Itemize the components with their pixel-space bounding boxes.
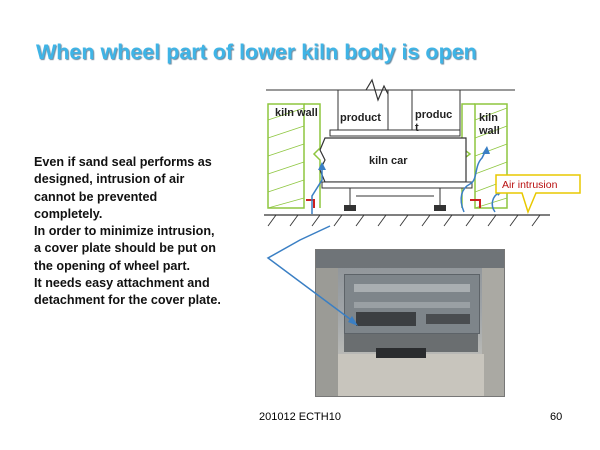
label-product-2: produc: [415, 109, 452, 121]
label-product: product: [340, 112, 381, 124]
footer-label: 201012 ECTH10: [259, 411, 341, 423]
body-text: Even if sand seal performs as designed, …: [34, 154, 270, 310]
left-sand-seal: [306, 199, 315, 208]
right-sand-seal: [470, 199, 481, 208]
slide-title: When wheel part of lower kiln body is op…: [36, 40, 477, 64]
ground: [264, 214, 550, 227]
body-line: It needs easy attachment and: [34, 276, 210, 291]
body-line: Even if sand seal performs as: [34, 155, 212, 169]
label-kiln-wall-right: kiln: [479, 112, 498, 124]
product-stack: [329, 90, 461, 137]
label-kiln-car: kiln car: [369, 155, 408, 167]
arrowhead: [348, 316, 358, 326]
kiln-car: [319, 137, 473, 211]
body-line: completely.: [34, 206, 103, 221]
air-intrusion-callout: Air intrusion: [495, 174, 581, 215]
body-line: designed, intrusion of air: [34, 172, 185, 187]
arrowhead: [318, 162, 326, 170]
arrowhead: [482, 146, 490, 154]
break-mark: [365, 78, 389, 102]
air-intrusion-label: Air intrusion: [502, 179, 558, 191]
label-product-2-cont: t: [415, 122, 419, 134]
label-kiln-wall-left: kiln wall: [275, 107, 318, 119]
page-number: 60: [550, 411, 563, 423]
body-line: In order to minimize intrusion,: [34, 224, 215, 239]
body-line: the opening of wheel part.: [34, 258, 191, 273]
wheel-opening-photo: [315, 249, 505, 397]
body-line: detachment for the cover plate.: [34, 293, 221, 308]
body-line: cannot be prevented: [34, 189, 158, 204]
body-line: a cover plate should be put on: [34, 241, 216, 256]
label-kiln-wall-right-cont: wall: [478, 125, 500, 137]
left-kiln-wall: [267, 103, 321, 209]
